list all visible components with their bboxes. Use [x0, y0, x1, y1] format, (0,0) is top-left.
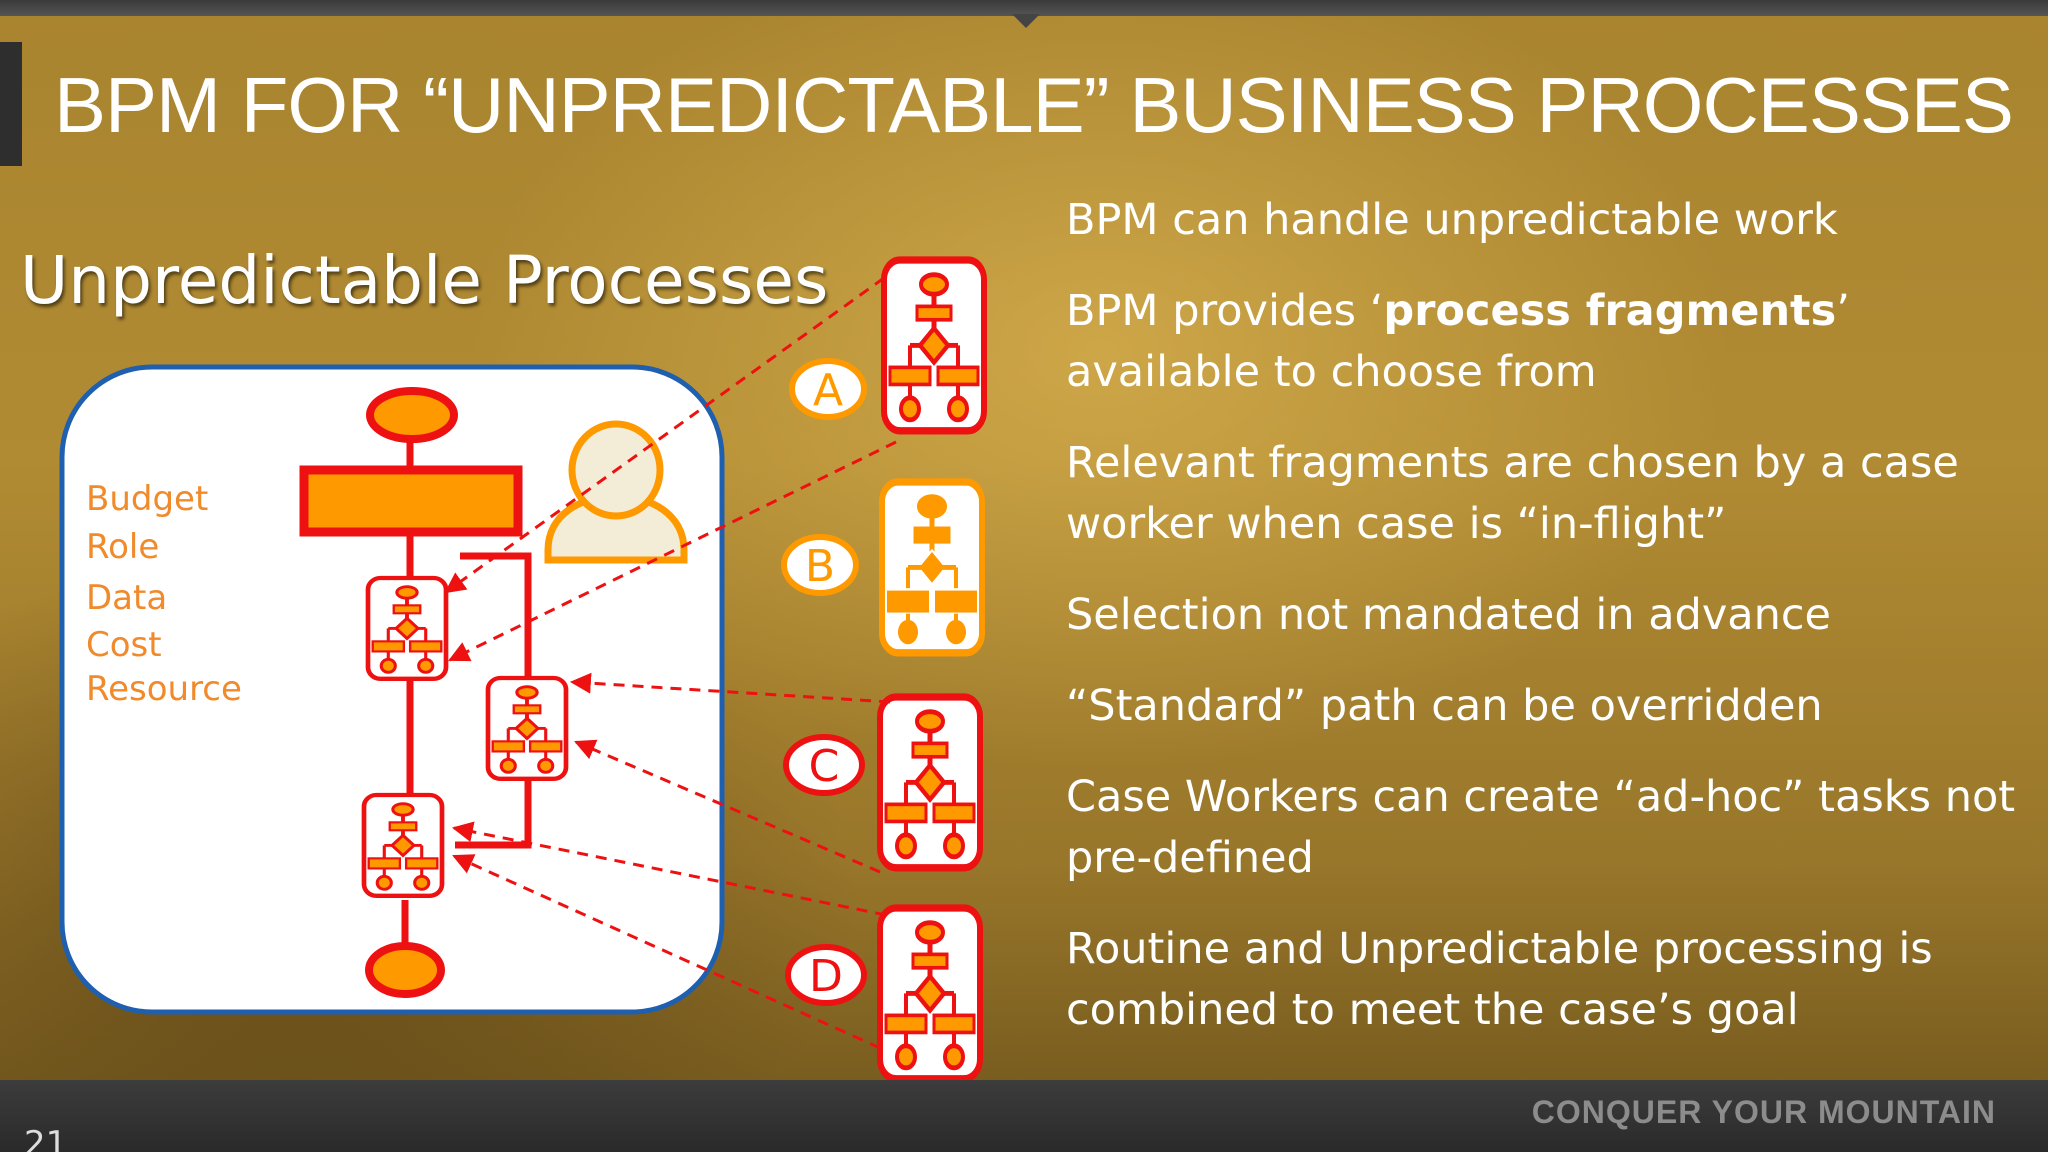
- badge-a: [789, 358, 867, 420]
- top-bar: [0, 0, 2048, 16]
- badge-c-label: C: [809, 741, 840, 792]
- badge-a-label: A: [813, 365, 843, 416]
- badge-b: [781, 534, 859, 596]
- attribute-role: Role: [86, 527, 159, 567]
- attribute-data: Data: [86, 578, 167, 618]
- fragment-icon-b: [882, 482, 982, 653]
- bullet-3: Relevant fragments are chosen by a case …: [1066, 438, 1959, 549]
- left-tab: [0, 42, 22, 166]
- fragment-icon-c: [880, 697, 980, 868]
- connector-d2: [452, 854, 881, 1050]
- footer-tagline: CONQUER YOUR MOUNTAIN: [1531, 1094, 1996, 1130]
- attribute-resource: Resource: [86, 669, 242, 709]
- top-notch: [1012, 14, 1040, 28]
- page-number: 21: [24, 1124, 68, 1152]
- bullet-list: BPM can handle unpredictable work BPM pr…: [1066, 190, 2026, 1071]
- flowchart-icon-slot-1: [368, 578, 446, 679]
- attribute-cost: Cost: [86, 625, 162, 665]
- badge-c: [783, 734, 865, 796]
- bullet-2: BPM provides ‘process fragments’ availab…: [1066, 286, 1850, 397]
- slide-title: BPM FOR “UNPREDICTABLE” BUSINESS PROCESS…: [54, 61, 2014, 149]
- bullet-7: Routine and Unpredictable processing is …: [1066, 924, 1933, 1035]
- bullet-4: Selection not mandated in advance: [1066, 590, 1831, 640]
- bullet-2-emphasis: process fragments: [1383, 286, 1837, 336]
- connector-c1: [569, 672, 891, 704]
- fragment-icon-d: [880, 908, 980, 1079]
- connector-c2: [574, 739, 881, 874]
- bottom-bar: [0, 1080, 2048, 1152]
- bullet-1: BPM can handle unpredictable work: [1066, 195, 1838, 245]
- flowchart-icon-slot-3: [364, 795, 442, 896]
- end-event: [365, 942, 445, 998]
- attribute-budget: Budget: [86, 479, 208, 519]
- connector-b: [448, 440, 897, 662]
- badge-b-label: B: [805, 541, 835, 592]
- flowchart-icon-slot-2: [488, 678, 566, 779]
- main-task: [299, 465, 523, 537]
- slide-subtitle: Unpredictable Processes: [20, 242, 829, 319]
- start-event: [366, 387, 458, 443]
- badge-d-label: D: [809, 951, 843, 1002]
- bullet-5: “Standard” path can be overridden: [1066, 681, 1823, 731]
- connector-a: [444, 276, 885, 594]
- bullet-6: Case Workers can create “ad-hoc” tasks n…: [1066, 772, 2016, 883]
- badge-d: [785, 944, 867, 1006]
- connector-d1: [451, 821, 887, 917]
- fragment-icon-a: [884, 260, 984, 431]
